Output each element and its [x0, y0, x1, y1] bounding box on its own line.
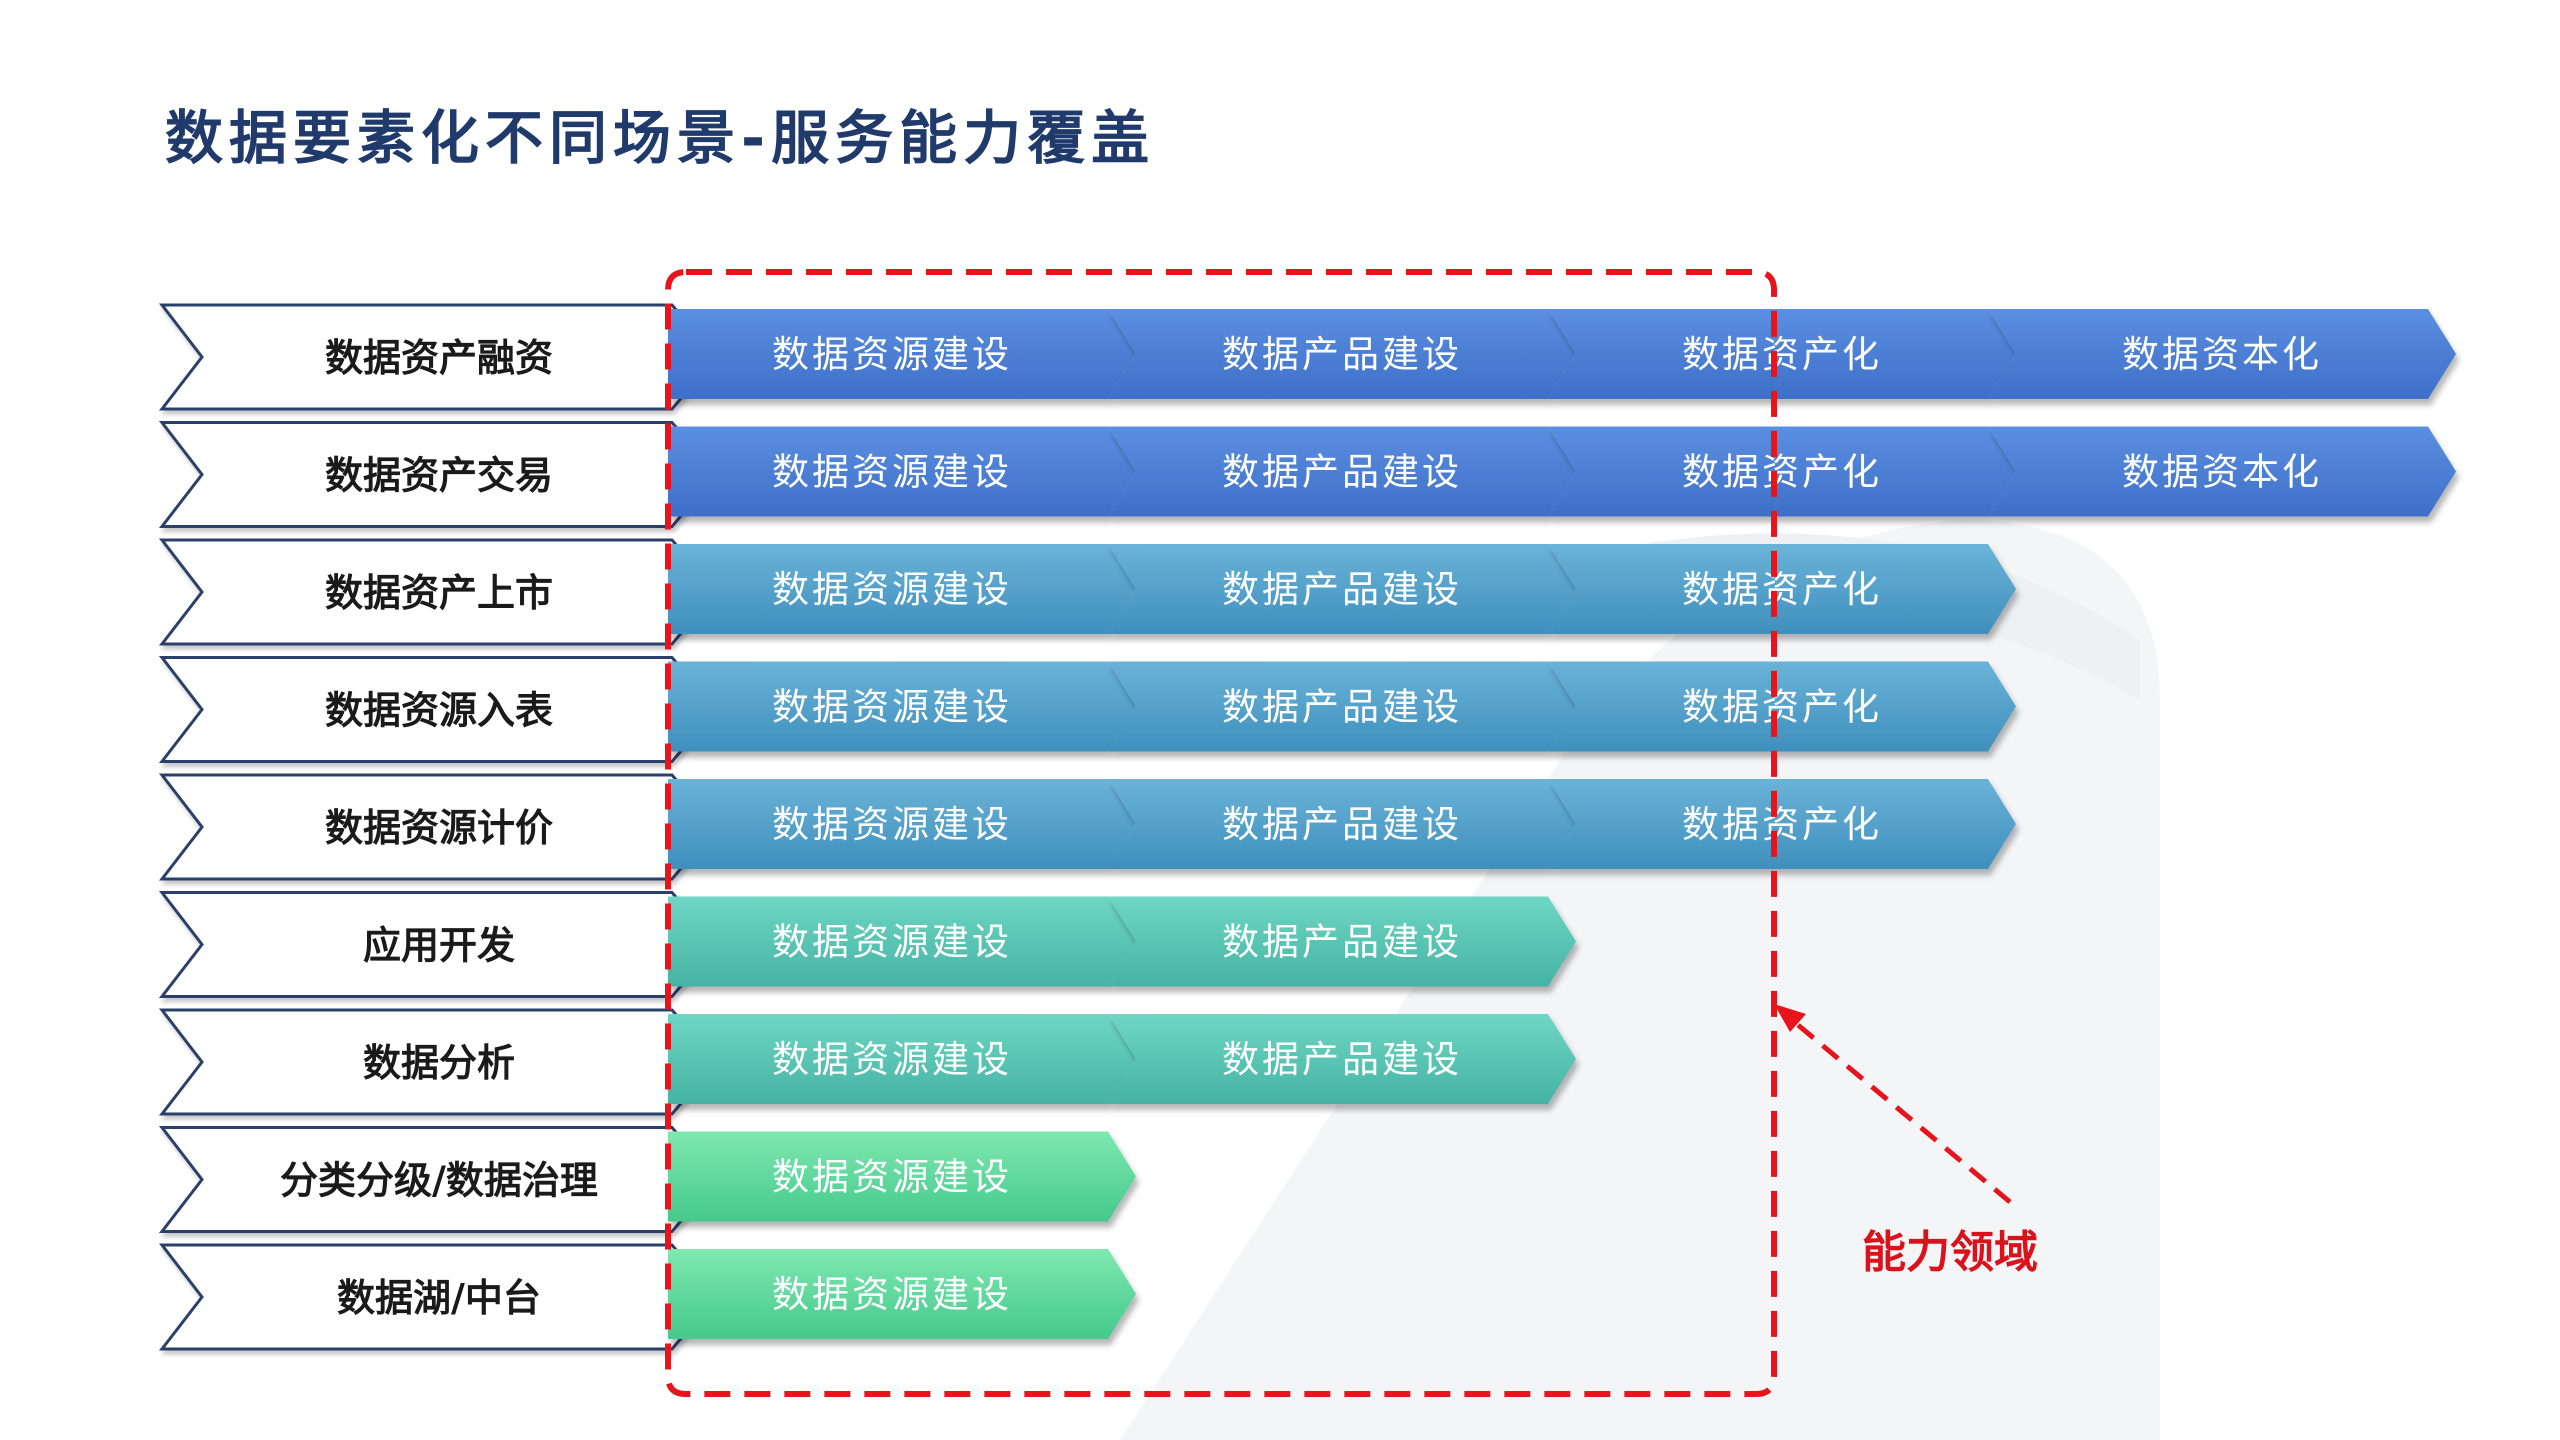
capability-chevron [1548, 544, 2016, 634]
capability-chevron [1108, 1014, 1576, 1104]
scenario-label: 数据湖/中台 [337, 1276, 541, 1320]
scenario-box [158, 891, 718, 998]
capability-region-border [665, 269, 1777, 1397]
capability-chevron [668, 1131, 1136, 1222]
scenario-row: 数据资源计价 数据资源建设 数据产品建设 数据资产化 [158, 773, 2016, 881]
capability-chevron [1108, 426, 1576, 517]
scenario-box [158, 1008, 718, 1116]
scenario-row: 应用开发 数据资源建设 数据产品建设 [158, 891, 1576, 998]
scenario-label: 数据资产上市 [325, 571, 553, 615]
scenario-row: 数据资产融资 数据资源建设 数据产品建设 数据资产化 数据资本化 [158, 303, 2456, 411]
capability-chevron-label: 数据资源建设 [772, 803, 1012, 846]
capability-chevron-label: 数据资源建设 [772, 1273, 1012, 1316]
capability-chevron [1108, 309, 1576, 399]
scenario-row: 数据资源入表 数据资源建设 数据产品建设 数据资产化 [158, 656, 2016, 763]
capability-chevron [668, 544, 1136, 634]
capability-chevron [668, 779, 1136, 869]
capability-chevron-label: 数据资产化 [1682, 803, 1882, 846]
capability-chevron-label: 数据资产化 [1682, 568, 1882, 611]
scenario-label: 数据资源入表 [325, 689, 553, 733]
capability-chevron-label: 数据产品建设 [1222, 803, 1462, 846]
scenario-row: 分类分级/数据治理 数据资源建设 [158, 1126, 1136, 1233]
scenario-label: 数据资产融资 [325, 336, 553, 380]
capability-chevron [1988, 309, 2456, 399]
scenario-row: 数据资产上市 数据资源建设 数据产品建设 数据资产化 [158, 538, 2016, 646]
capability-chevron [1108, 779, 1576, 869]
capability-chevron-label: 数据产品建设 [1222, 1038, 1462, 1081]
scenario-box [158, 538, 718, 646]
capability-chevron [1108, 896, 1576, 987]
scenario-rows: 数据资产融资数据资源建设数据产品建设数据资产化数据资本化数据资产交易数据资源建设… [158, 303, 2456, 1351]
region-pointer-line [1778, 1008, 2012, 1204]
scenario-label: 数据分析 [363, 1041, 515, 1085]
capability-chevron-label: 数据产品建设 [1222, 568, 1462, 611]
scenario-box [158, 1126, 718, 1233]
region-pointer-arrowhead [1774, 1004, 1806, 1032]
capability-chevron [1108, 661, 1576, 752]
capability-chevron [1548, 426, 2016, 517]
capability-chevron [1548, 779, 2016, 869]
capability-chevron-label: 数据资本化 [2122, 333, 2322, 376]
capability-chevron [668, 309, 1136, 399]
capability-chevron-label: 数据产品建设 [1222, 333, 1462, 376]
capability-chevron [668, 896, 1136, 987]
capability-chevron-label: 数据资源建设 [772, 686, 1012, 729]
scenario-label: 分类分级/数据治理 [280, 1159, 598, 1203]
capability-chevron [1548, 661, 2016, 752]
capability-chevron [668, 426, 1136, 517]
scenario-row: 数据湖/中台 数据资源建设 [158, 1243, 1136, 1351]
scenario-label: 数据资产交易 [325, 454, 553, 498]
scenario-label: 应用开发 [363, 924, 515, 968]
capability-chevron [1108, 544, 1576, 634]
capability-chevron-label: 数据资本化 [2122, 451, 2322, 494]
scenario-box [158, 421, 718, 528]
capability-chevron-label: 数据资源建设 [772, 921, 1012, 964]
capability-chevron-label: 数据产品建设 [1222, 921, 1462, 964]
scenario-row: 数据分析 数据资源建设 数据产品建设 [158, 1008, 1576, 1116]
capability-chevron-label: 数据产品建设 [1222, 451, 1462, 494]
scenario-box [158, 303, 718, 411]
region-label: 能力领域 [1862, 1227, 2038, 1278]
scenario-box [158, 773, 718, 881]
capability-chevron-label: 数据资源建设 [772, 333, 1012, 376]
capability-chevron-label: 数据资产化 [1682, 333, 1882, 376]
capability-chevron-label: 数据资源建设 [772, 451, 1012, 494]
capability-chevron [668, 661, 1136, 752]
capability-chevron-label: 数据资源建设 [772, 1156, 1012, 1199]
scenario-box [158, 656, 718, 763]
capability-chevron [668, 1249, 1136, 1339]
capability-chevron-label: 数据资产化 [1682, 451, 1882, 494]
capability-chevron-label: 数据资产化 [1682, 686, 1882, 729]
scenario-box [158, 1243, 718, 1351]
capability-chevron [1548, 309, 2016, 399]
scenario-row: 数据资产交易 数据资源建设 数据产品建设 数据资产化 数据资本化 [158, 421, 2456, 528]
page-title: 数据要素化不同场景-服务能力覆盖 [165, 104, 1155, 172]
scenario-label: 数据资源计价 [325, 806, 553, 850]
capability-chevron [668, 1014, 1136, 1104]
capability-chevron-label: 数据资源建设 [772, 568, 1012, 611]
capability-chevron-label: 数据资源建设 [772, 1038, 1012, 1081]
capability-chevron [1988, 426, 2456, 517]
capability-chevron-label: 数据产品建设 [1222, 686, 1462, 729]
